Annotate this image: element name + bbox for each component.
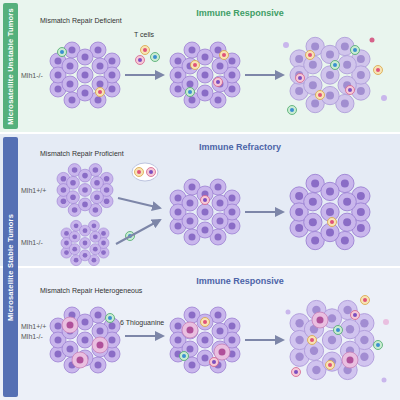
t-cell <box>346 86 355 95</box>
cell-debris <box>286 310 291 315</box>
cell-debris <box>382 378 387 383</box>
panel-ground <box>0 134 400 266</box>
progression-arrow <box>245 74 283 76</box>
tumor-cluster <box>50 307 120 373</box>
tumor-cluster <box>290 37 370 112</box>
t-cell <box>106 314 115 323</box>
t-cell <box>191 61 200 70</box>
band-title: Microsatellite Unstable Tumors <box>6 8 15 125</box>
tumor-cluster <box>170 42 240 108</box>
t-cell <box>292 368 301 377</box>
band-title: Microsatellite Stable Tumors <box>6 213 15 320</box>
t-cell <box>361 296 370 305</box>
t-cell <box>201 318 210 327</box>
t-cell <box>316 91 325 100</box>
progression-arrow <box>245 211 283 213</box>
t-cell <box>210 358 219 367</box>
tumor-cluster <box>170 179 240 245</box>
genotype-label: Mlh1-/- <box>21 332 43 341</box>
t-cell <box>334 326 343 335</box>
t-cell <box>374 341 383 350</box>
t-cell <box>136 56 145 65</box>
mutant-cell <box>312 312 328 328</box>
tumor-cluster <box>290 300 374 379</box>
t-cell <box>135 168 144 177</box>
t-cell <box>96 88 105 97</box>
treatment-arrow <box>125 335 163 337</box>
t-cell <box>58 48 67 57</box>
tumor-class-band: Microsatellite Stable Tumors <box>3 137 18 397</box>
mutant-cell <box>342 352 358 368</box>
mutant-cell <box>214 344 230 360</box>
t-cell <box>351 46 360 55</box>
cell-debris <box>381 95 387 101</box>
progression-arrow <box>118 198 160 208</box>
mutant-cell <box>72 352 88 368</box>
panel-ground <box>0 0 400 132</box>
cell-label: T cells <box>134 30 154 39</box>
t-cell <box>180 352 189 361</box>
tumor-cluster <box>57 164 113 217</box>
t-cell <box>351 311 360 320</box>
cell-debris <box>283 42 289 48</box>
t-cell <box>288 106 297 115</box>
t-cell <box>326 361 335 370</box>
genotype-label: Mlh1+/+ <box>21 186 46 195</box>
genotype-label: Mlh1-/- <box>21 71 43 80</box>
panel-ground <box>0 268 400 400</box>
t-cell-bubble <box>132 163 158 181</box>
tumor-cluster <box>61 220 109 265</box>
genotype-label: Mlh1-/- <box>21 238 43 247</box>
t-cell <box>214 78 223 87</box>
t-cell <box>374 66 383 75</box>
t-cell <box>201 196 210 205</box>
t-cell <box>151 53 160 62</box>
cell-debris <box>370 38 375 43</box>
tumor-class-band: Microsatellite Unstable Tumors <box>3 3 18 129</box>
progression-arrow <box>125 74 163 76</box>
tumor-cluster <box>290 174 370 249</box>
progression-arrow <box>116 220 160 244</box>
t-cell <box>220 51 229 60</box>
condition-label: Mismatch Repair Proficient <box>40 149 124 158</box>
tumor-cluster <box>50 42 120 108</box>
t-cell <box>186 88 195 97</box>
condition-label: Mismatch Repair Heterogeneous <box>40 286 142 295</box>
tumor-cluster <box>170 307 240 373</box>
t-cell <box>147 168 156 177</box>
condition-label: Mismatch Repair Deficient <box>40 16 122 25</box>
mutant-cell <box>62 317 78 333</box>
panel-title: Immune Refractory <box>199 142 281 152</box>
t-cell <box>331 61 340 70</box>
genotype-label: Mlh1+/+ <box>21 322 46 331</box>
progression-arrow <box>245 339 283 341</box>
mutant-cell <box>92 337 108 353</box>
t-cell <box>308 336 317 345</box>
cell-debris <box>383 319 389 325</box>
treatment-label: 6 Thioguanine <box>120 318 164 327</box>
t-cell <box>141 46 150 55</box>
mutant-cell <box>182 322 198 338</box>
t-cell <box>306 51 315 60</box>
t-cell <box>296 74 305 83</box>
panel-title: Immune Responsive <box>196 276 284 286</box>
t-cell <box>328 218 337 227</box>
panel-title: Immune Responsive <box>196 8 284 18</box>
